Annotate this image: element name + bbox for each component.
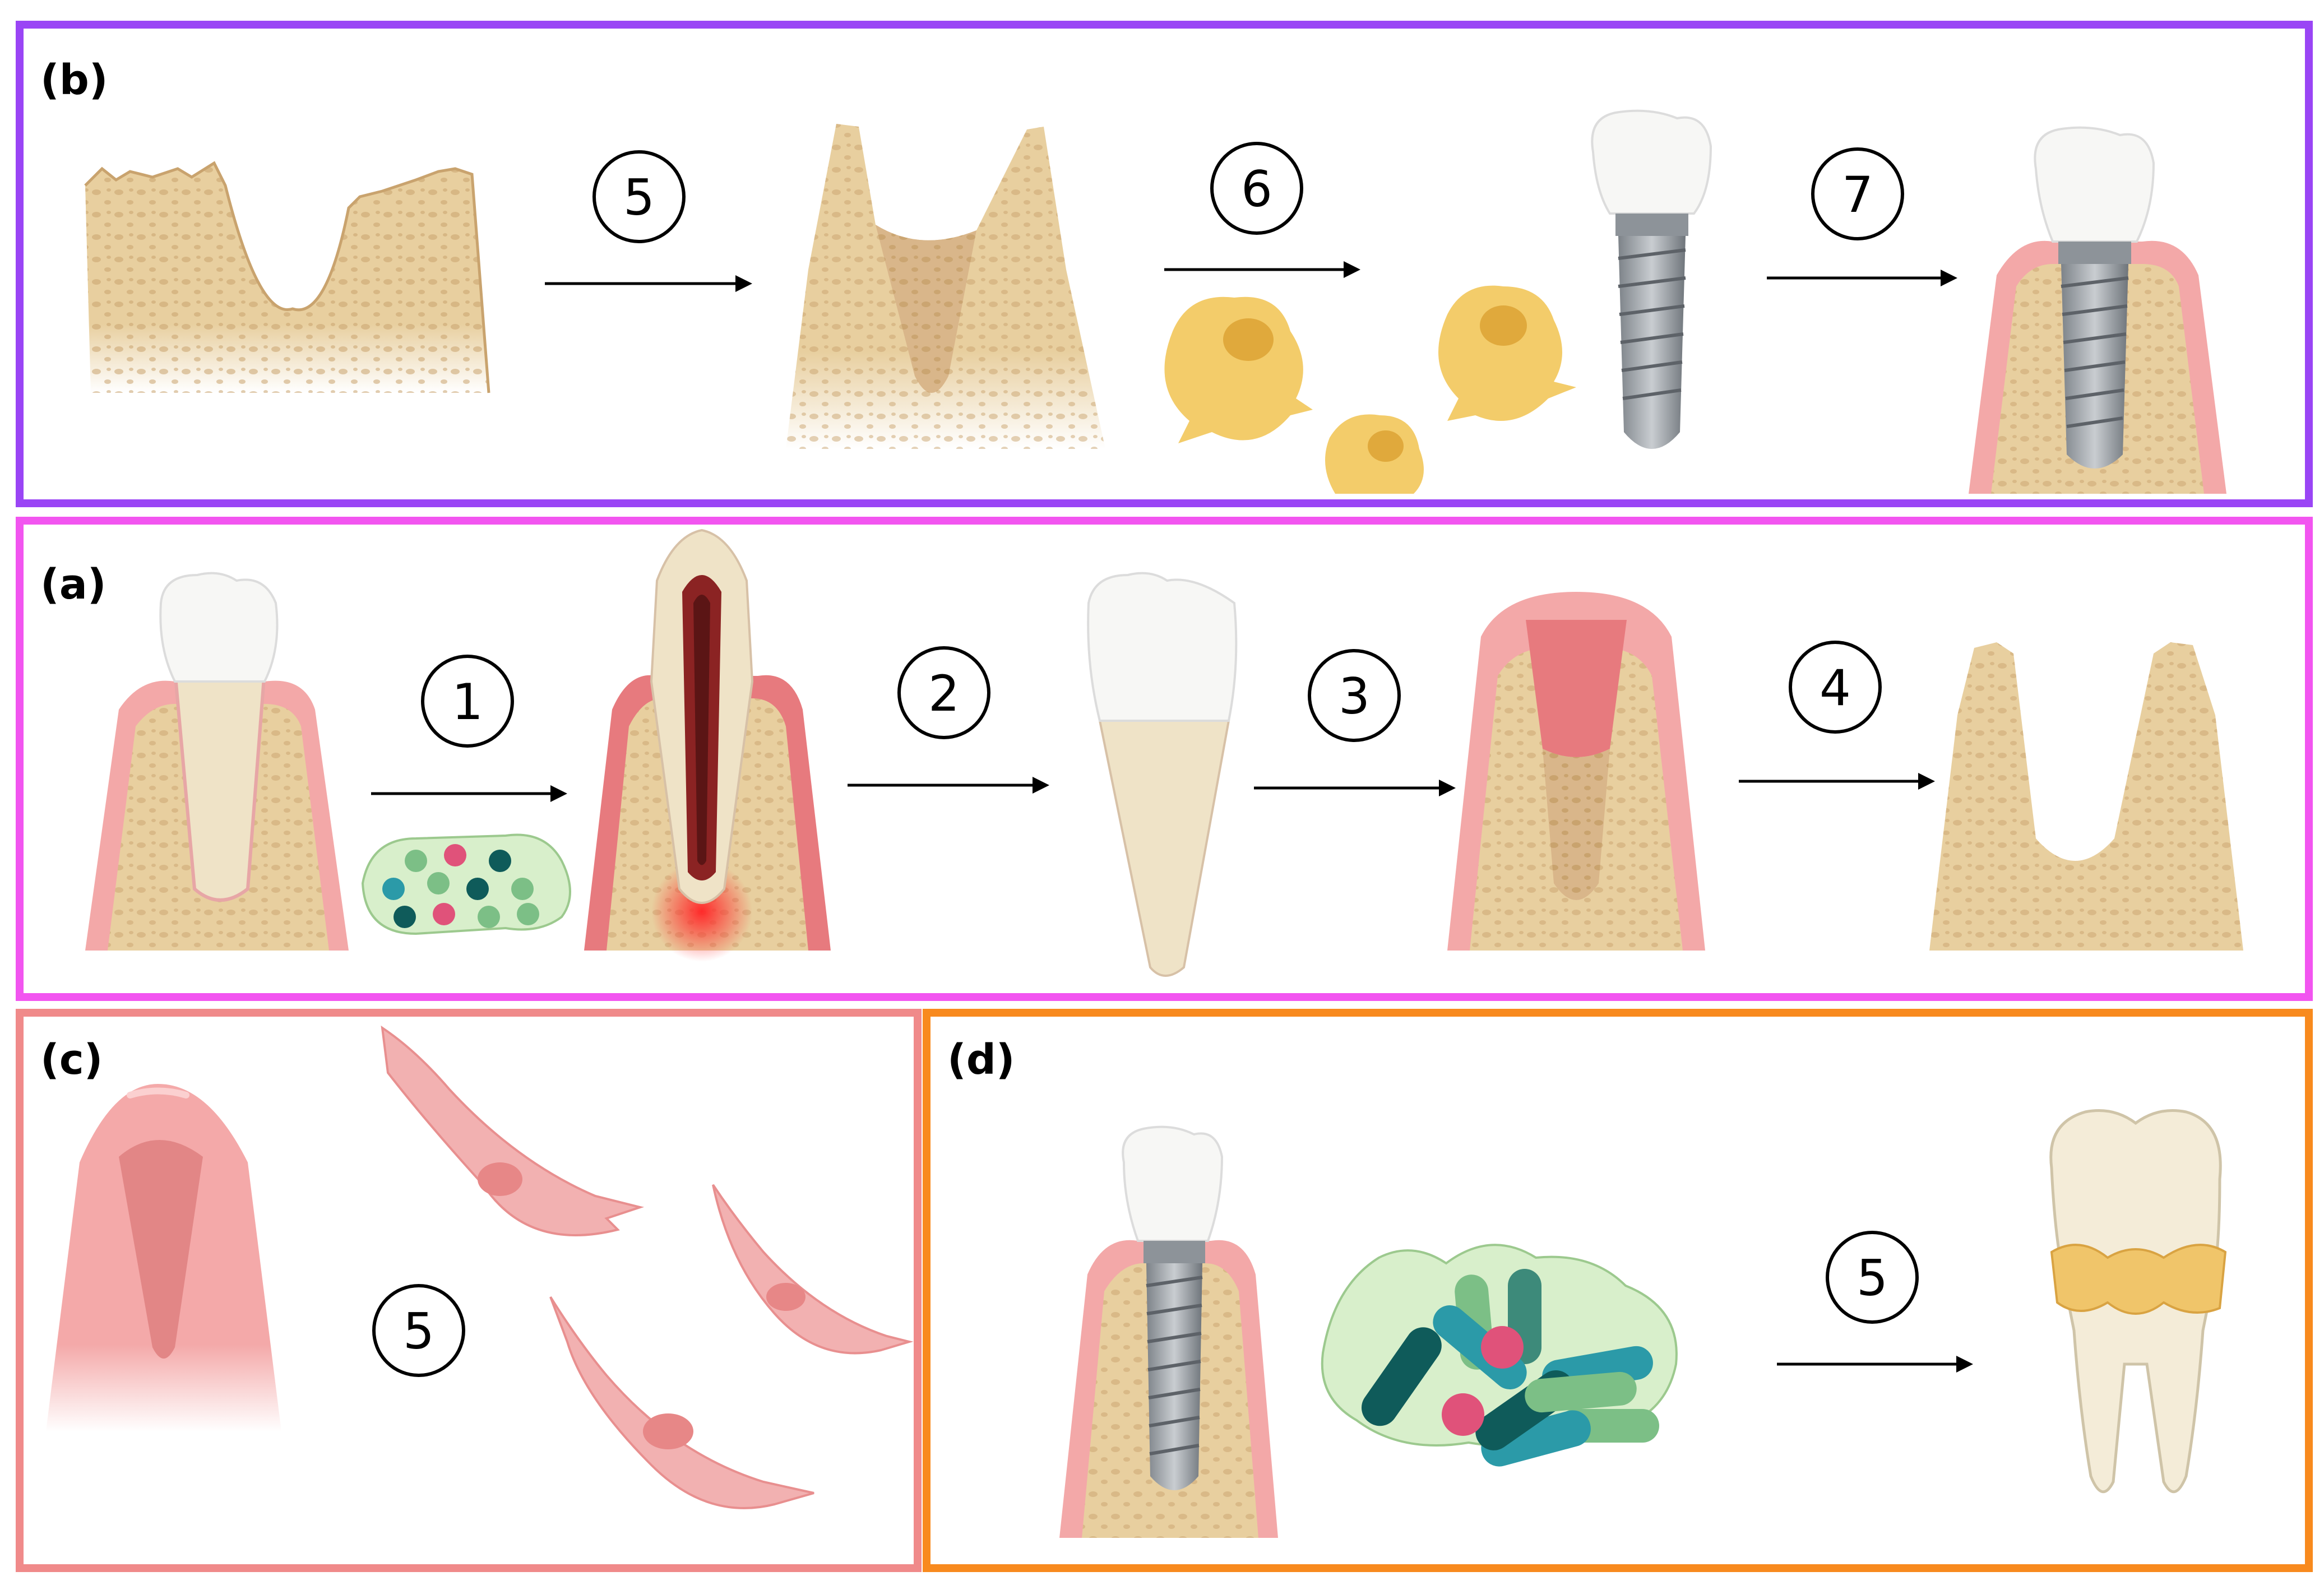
osteoblast-cells-icon xyxy=(1164,285,1576,494)
resorbed-bone-icon xyxy=(1929,642,2243,951)
bone-defect-icon xyxy=(84,161,490,393)
bacteria-cluster-icon xyxy=(361,833,571,935)
step-3-label: 3 xyxy=(1339,667,1370,725)
healing-socket-icon xyxy=(1447,592,1705,951)
panel-b: (b) 5 xyxy=(16,21,2313,507)
gum-tissue-icon xyxy=(46,1084,281,1431)
bone-graft-icon xyxy=(786,124,1105,449)
panel-d: (d) xyxy=(923,1009,2313,1572)
step-3-circle xyxy=(1308,649,1401,742)
dental-implant-icon xyxy=(1591,109,1712,449)
calculus-tooth-icon xyxy=(2049,1109,2227,1494)
infected-tooth-icon xyxy=(584,529,831,962)
healthy-tooth-icon xyxy=(85,572,349,951)
step-6-label: 6 xyxy=(1241,160,1272,218)
implant-in-gum-icon xyxy=(1969,126,2226,494)
panel-c-label: (c) xyxy=(40,1036,103,1084)
step-7-circle xyxy=(1811,147,1904,240)
panel-a-illustration: 1 2 xyxy=(85,529,2243,977)
step-5-circle xyxy=(592,150,686,243)
step-7-label: 7 xyxy=(1842,166,1873,224)
bacterial-biofilm-icon xyxy=(1321,1244,1678,1467)
step-5-label-c: 5 xyxy=(403,1302,434,1360)
panel-c-illustration: 5 xyxy=(46,1025,914,1509)
step-1-label: 1 xyxy=(452,673,483,731)
step-1-circle xyxy=(421,655,514,748)
step-4-label: 4 xyxy=(1820,659,1851,717)
panel-b-label: (b) xyxy=(40,56,108,104)
step-6-circle xyxy=(1210,142,1303,235)
step-5-label: 5 xyxy=(623,169,655,226)
fibroblast-cells-icon xyxy=(381,1025,914,1509)
panel-c: (c) 5 xyxy=(16,1009,922,1572)
panel-a: (a) 1 xyxy=(16,517,2313,1001)
implant-in-gum-d-icon xyxy=(1059,1125,1278,1538)
panel-a-label: (a) xyxy=(40,560,107,609)
panel-b-illustration: 5 6 xyxy=(84,109,2226,494)
step-5-circle-c xyxy=(372,1284,465,1377)
panel-d-label: (d) xyxy=(947,1036,1015,1084)
step-4-circle xyxy=(1789,641,1882,734)
step-5-circle-d xyxy=(1826,1231,1919,1324)
panel-d-illustration: 5 xyxy=(1059,1109,2227,1538)
extracted-tooth-icon xyxy=(1087,572,1238,977)
step-2-circle xyxy=(897,646,990,739)
step-5-label-d: 5 xyxy=(1857,1249,1888,1307)
step-2-label: 2 xyxy=(928,665,960,722)
